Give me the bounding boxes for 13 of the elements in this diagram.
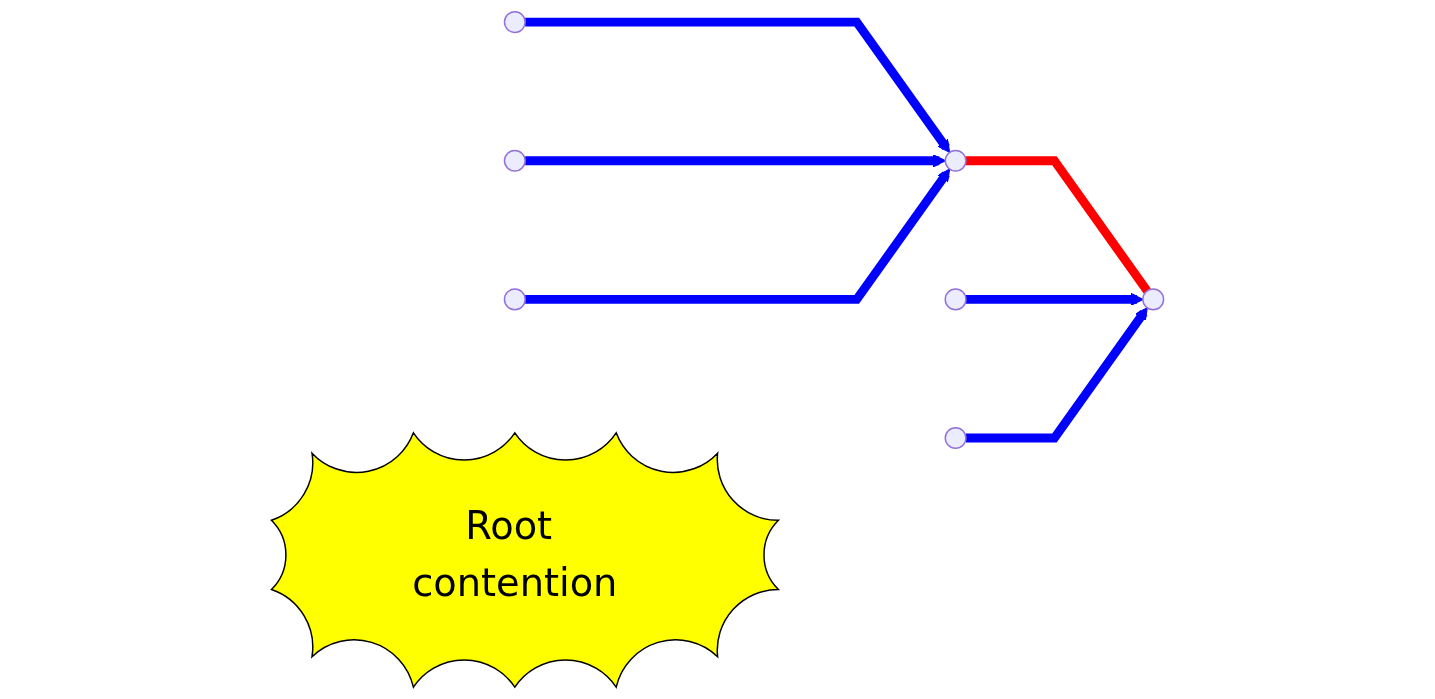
node-circle bbox=[503, 149, 526, 172]
connector bbox=[965, 156, 1151, 294]
arrow bbox=[525, 17, 951, 153]
arrow bbox=[525, 168, 951, 304]
arrow bbox=[965, 292, 1144, 306]
node-circle bbox=[944, 288, 967, 311]
node-circle bbox=[503, 288, 526, 311]
node-circle bbox=[503, 11, 526, 34]
node-circle bbox=[944, 149, 967, 172]
arrow bbox=[965, 307, 1148, 443]
arrow bbox=[525, 154, 946, 168]
node-circle bbox=[1142, 288, 1165, 311]
node-circle bbox=[944, 426, 967, 450]
